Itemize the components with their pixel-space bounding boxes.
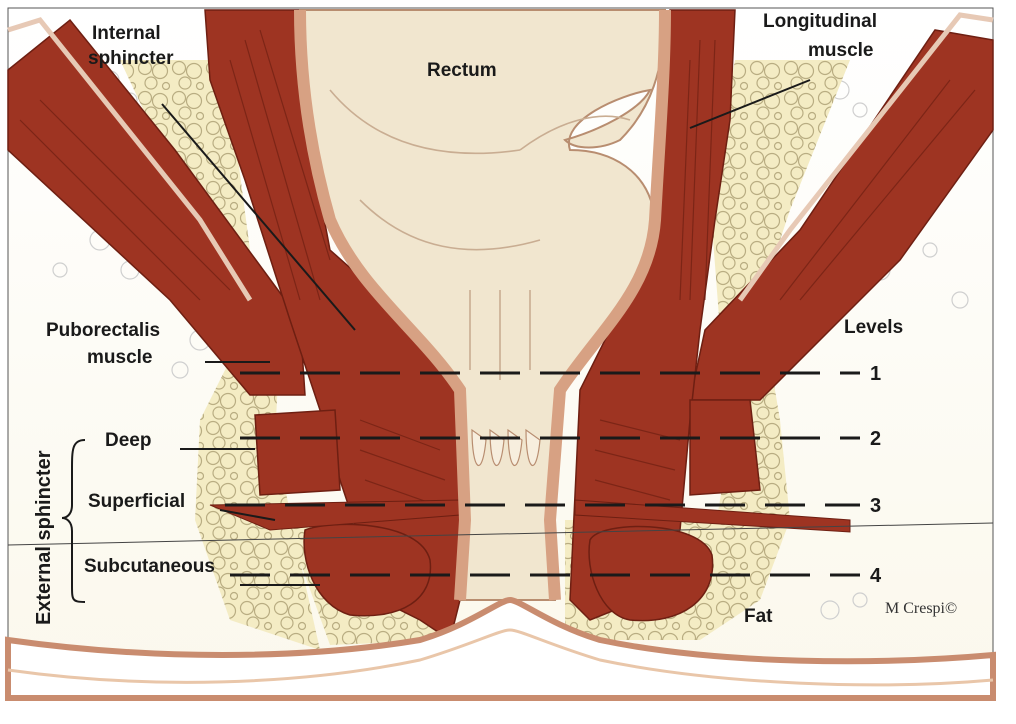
- label-rectum: Rectum: [427, 60, 497, 81]
- label-internal-sphincter-line2: sphincter: [88, 48, 174, 69]
- level-number-3: 3: [870, 495, 881, 517]
- artist-signature: M Crespi©: [885, 600, 957, 617]
- right-deep-external-sphincter: [690, 400, 760, 495]
- left-deep-external-sphincter: [255, 410, 340, 495]
- label-superficial: Superficial: [88, 491, 185, 512]
- label-fat: Fat: [744, 606, 773, 627]
- label-puborectalis-line1: Puborectalis: [46, 320, 160, 341]
- level-number-2: 2: [870, 428, 881, 450]
- label-levels: Levels: [844, 317, 903, 338]
- label-longitudinal-line2: muscle: [808, 40, 873, 61]
- label-puborectalis-line2: muscle: [87, 347, 152, 368]
- level-number-1: 1: [870, 363, 881, 385]
- label-subcutaneous: Subcutaneous: [84, 556, 215, 577]
- level-number-4: 4: [870, 565, 882, 587]
- label-deep: Deep: [105, 430, 151, 451]
- label-external-sphincter: External sphincter: [33, 450, 55, 625]
- label-longitudinal-line1: Longitudinal: [763, 11, 877, 32]
- label-internal-sphincter-line1: Internal: [92, 23, 161, 44]
